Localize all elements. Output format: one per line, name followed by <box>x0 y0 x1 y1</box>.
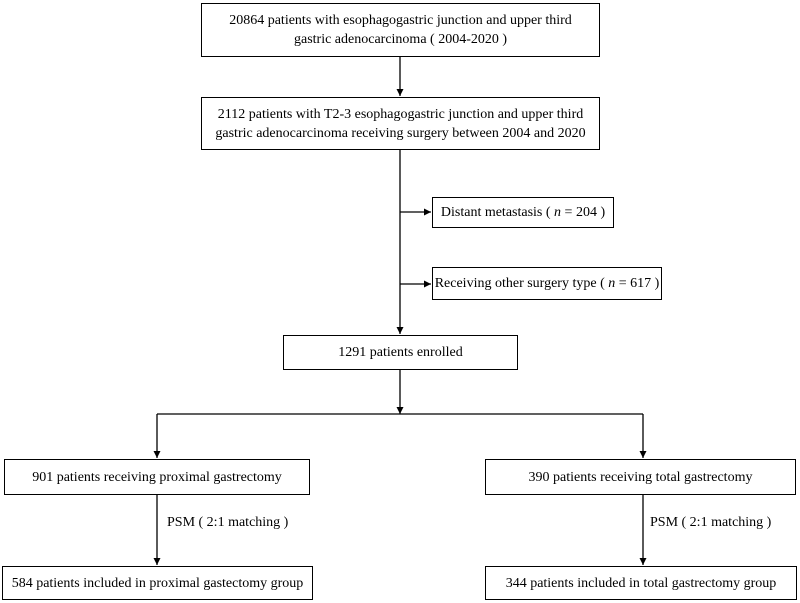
box-proximal-gastrectomy: 901 patients receiving proximal gastrect… <box>4 459 310 495</box>
box-total-final-group: 344 patients included in total gastrecto… <box>485 566 797 600</box>
box-enrolled: 1291 patients enrolled <box>283 335 518 370</box>
proximal-final-label: 584 patients included in proximal gastec… <box>11 575 304 591</box>
proximal-label: 901 patients receiving proximal gastrect… <box>32 469 282 485</box>
box-initial-cohort: 20864 patients with esophagogastric junc… <box>201 3 600 57</box>
box-proximal-final-group: 584 patients included in proximal gastec… <box>2 566 313 600</box>
box-initial-line1: 20864 patients with esophagogastric junc… <box>229 13 572 28</box>
box-exclusion-metastasis: Distant metastasis ( n = 204 ) <box>432 197 614 228</box>
box-t23-cohort: 2112 patients with T2-3 esophagogastric … <box>201 97 600 150</box>
box-initial-line2: gastric adenocarcinoma ( 2004-2020 ) <box>293 32 508 47</box>
total-label: 390 patients receiving total gastrectomy <box>528 469 753 485</box>
other-surgery-label: Receiving other surgery type ( <box>434 276 605 291</box>
enrolled-label: 1291 patients enrolled <box>338 345 463 360</box>
metastasis-n-value: = 204 ) <box>561 205 606 220</box>
box-exclusion-other-surgery: Receiving other surgery type ( n = 617 ) <box>432 267 662 300</box>
total-final-label: 344 patients included in total gastrecto… <box>505 575 777 591</box>
psm-label-left: PSM ( 2:1 matching ) <box>167 515 289 530</box>
metastasis-n-symbol: n <box>554 205 562 220</box>
box-total-gastrectomy: 390 patients receiving total gastrectomy <box>485 459 796 495</box>
box-t23-line1: 2112 patients with T2-3 esophagogastric … <box>217 106 584 122</box>
psm-label-right: PSM ( 2:1 matching ) <box>650 515 772 530</box>
box-t23-line2: gastric adenocarcinoma receiving surgery… <box>215 125 586 141</box>
other-surgery-n-value: = 617 ) <box>615 276 660 291</box>
metastasis-label: Distant metastasis ( <box>440 205 551 220</box>
other-surgery-n-symbol: n <box>608 276 616 291</box>
